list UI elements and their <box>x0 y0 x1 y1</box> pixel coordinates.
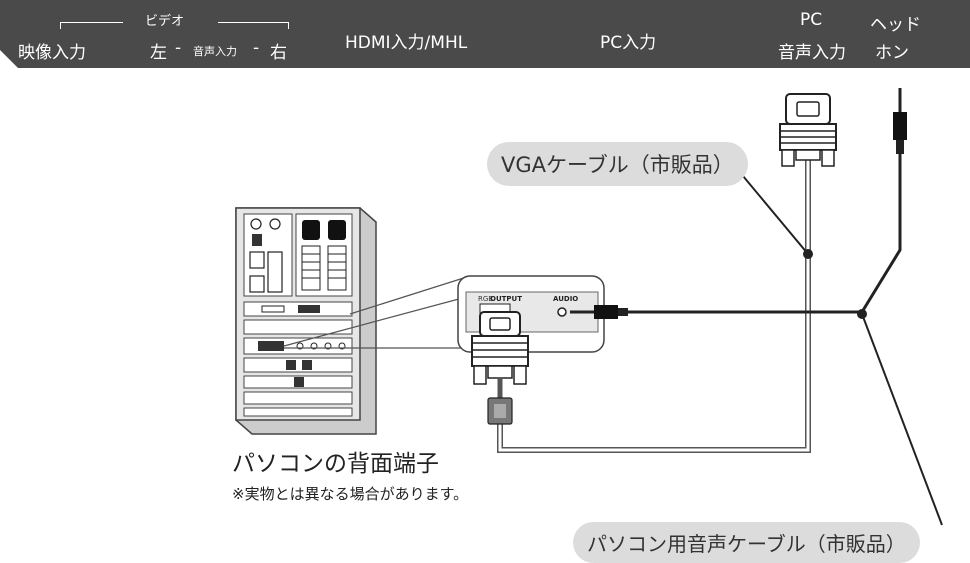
headphone-label-bottom: ホン <box>875 43 909 63</box>
pc-label: PC <box>800 10 823 30</box>
pc-tower-icon <box>235 207 377 435</box>
headphone-label-top: ヘッド <box>870 15 921 35</box>
hdmi-label: HDMI入力/MHL <box>345 33 468 53</box>
audio-input-label: 音声入力 <box>193 45 237 58</box>
vga-cable-label: VGAケーブル（市販品） <box>487 142 748 186</box>
vga-leader-line <box>737 169 809 255</box>
illustration-note: ※実物とは異なる場合があります。 <box>232 485 469 503</box>
audio-cable-label: パソコン用音声ケーブル（市販品） <box>573 522 920 563</box>
audio-right-label: 右 <box>270 43 287 63</box>
video-bracket-right <box>218 22 289 29</box>
audio-left-label: 左 <box>150 43 167 63</box>
audio-cable <box>620 154 902 314</box>
rgb-label: RGB <box>478 295 493 303</box>
dash-a: - <box>175 38 182 58</box>
pc-input-label: PC入力 <box>600 33 657 53</box>
pc-audio-plug-icon <box>570 305 628 319</box>
audio-leader-dot <box>857 309 867 319</box>
video-input-label: 映像入力 <box>18 43 86 63</box>
zoom-callout-lines <box>283 275 471 349</box>
video-bracket-left <box>60 22 123 29</box>
tv-vga-plug-icon <box>779 93 837 167</box>
pc-vga-plug-icon <box>471 311 529 425</box>
header-background <box>0 0 970 68</box>
output-label: OUTPUT <box>490 295 522 303</box>
terminal-header-bar: 映像入力 ビデオ 左 - 音声入力 - 右 HDMI入力/MHL PC入力 PC… <box>0 0 970 68</box>
pc-audio-label: 音声入力 <box>778 43 846 63</box>
tv-audio-plug-icon <box>893 88 907 154</box>
vga-cable <box>497 150 811 453</box>
pc-back-caption: パソコンの背面端子 <box>232 451 439 477</box>
dash-b: - <box>253 38 260 58</box>
video-label: ビデオ <box>145 14 185 29</box>
vga-leader-dot <box>803 249 813 259</box>
audio-leader-line <box>861 313 943 526</box>
audio-port-label: AUDIO <box>553 295 578 303</box>
